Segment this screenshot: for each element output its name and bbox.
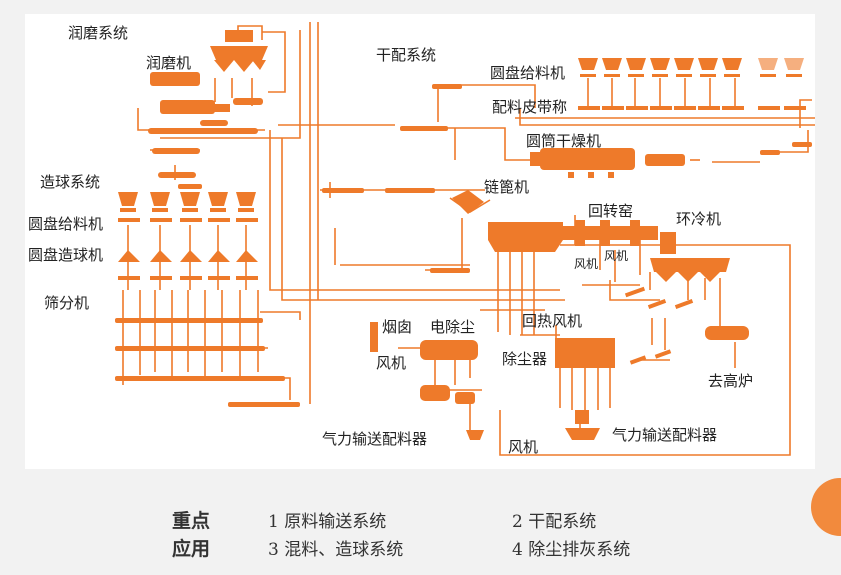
label-fan-bottom: 风机 — [508, 438, 539, 456]
label-disc-pelletizer: 圆盘造球机 — [28, 246, 104, 264]
footer-item-3: 3 混料、造球系统 — [268, 540, 404, 560]
footer-heading-line1: 重点 — [172, 510, 211, 532]
label-dust-collector: 除尘器 — [502, 350, 548, 368]
label-electrostatic-precipitator: 电除尘 — [430, 318, 476, 336]
footer-heading-line2: 应用 — [172, 538, 211, 560]
label-fan-left: 风机 — [376, 354, 407, 372]
label-pneumatic-right: 气力输送配料器 — [612, 426, 718, 444]
label-pelletizing-system: 造球系统 — [40, 173, 101, 191]
label-screening-machine: 筛分机 — [44, 294, 90, 312]
label-lubricating-mill: 润磨机 — [146, 54, 192, 72]
footer-item-1: 1 原料输送系统 — [268, 512, 387, 532]
label-disc-feeder-left: 圆盘给料机 — [28, 215, 104, 233]
label-to-blast-furnace: 去高炉 — [708, 372, 754, 390]
label-dry-batching-system: 干配系统 — [376, 46, 437, 64]
footer-item-2: 2 干配系统 — [512, 512, 597, 532]
footer-item-4: 4 除尘排灰系统 — [512, 540, 631, 560]
label-reheat-fan: 回热风机 — [522, 312, 583, 330]
label-rotary-kiln: 回转窑 — [588, 202, 634, 220]
flow-lines — [115, 22, 815, 456]
disc-feeder-row-top — [578, 58, 806, 110]
label-fan-a: 风机 — [574, 257, 599, 271]
pelletizing-hoppers — [118, 192, 258, 222]
label-chimney: 烟囱 — [382, 318, 413, 336]
label-pneumatic-left: 气力输送配料器 — [322, 430, 428, 448]
label-disc-feeder-top: 圆盘给料机 — [490, 64, 566, 82]
label-batching-belt-scale: 配料皮带称 — [492, 98, 568, 116]
label-chain-grate: 链篦机 — [484, 178, 530, 196]
label-fan-b: 风机 — [604, 249, 629, 263]
label-rotary-dryer: 圆筒干燥机 — [526, 132, 602, 150]
disc-pelletizers — [118, 250, 258, 280]
label-lubricating-system: 润磨系统 — [68, 24, 129, 42]
equipment — [115, 30, 812, 440]
label-ring-cooler: 环冷机 — [676, 210, 722, 228]
